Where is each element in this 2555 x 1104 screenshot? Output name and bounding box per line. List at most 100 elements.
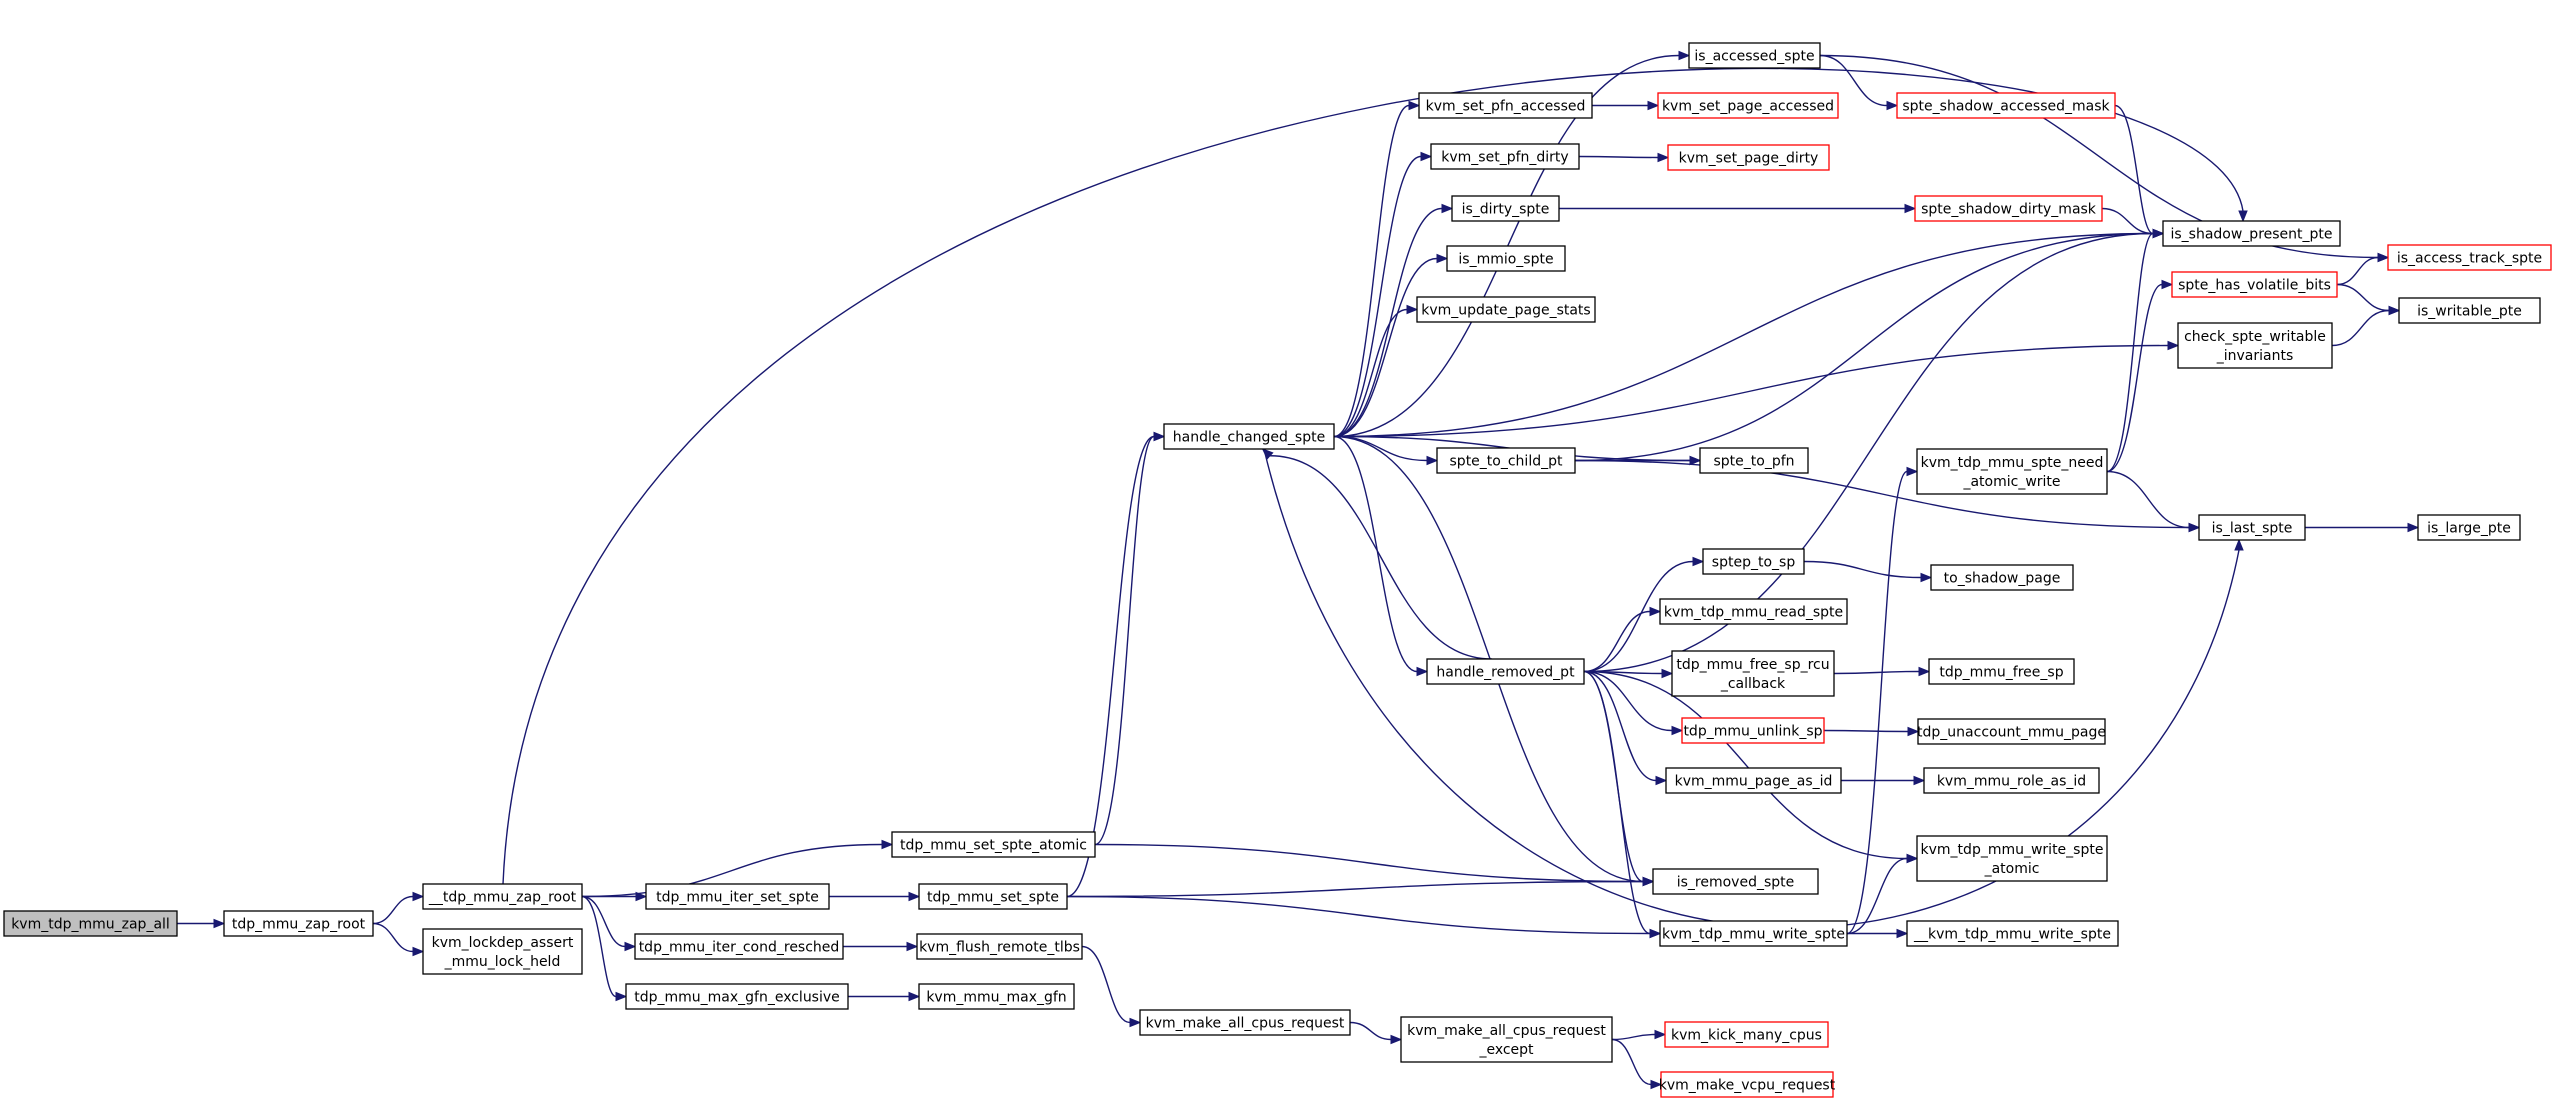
function-node-box[interactable] — [223, 910, 374, 937]
function-node-box[interactable] — [1400, 1016, 1613, 1063]
function-node-lockdep[interactable]: kvm_lockdep_assert_mmu_lock_held — [422, 928, 583, 975]
function-node-box[interactable] — [1659, 598, 1848, 625]
function-node-box[interactable] — [1930, 564, 2074, 591]
function-node-box[interactable] — [1652, 868, 1819, 895]
function-node-box[interactable] — [422, 928, 583, 975]
function-node-role-as-id[interactable]: kvm_mmu_role_as_id — [1923, 767, 2100, 794]
function-node-box[interactable] — [2177, 322, 2333, 369]
function-node-box[interactable] — [1665, 767, 1842, 794]
function-node-need-atomic[interactable]: kvm_tdp_mmu_spte_need_atomic_write — [1916, 448, 2108, 495]
function-node-is-dirty[interactable]: is_dirty_spte — [1451, 195, 1560, 222]
function-node-shadow-present[interactable]: is_shadow_present_pte — [2162, 220, 2341, 247]
function-node-is-last[interactable]: is_last_spte — [2198, 514, 2306, 541]
function-node-box[interactable] — [1451, 195, 1560, 222]
function-node-kick[interactable]: kvm_kick_many_cpus — [1664, 1021, 1829, 1048]
function-node-box[interactable] — [1430, 143, 1580, 170]
function-node-box[interactable] — [1418, 92, 1593, 119]
function-node-dirty-mask[interactable]: spte_shadow_dirty_mask — [1914, 195, 2103, 222]
function-node-is-removed[interactable]: is_removed_spte — [1652, 868, 1819, 895]
function-node-write-atomic[interactable]: kvm_tdp_mmu_write_spte_atomic — [1916, 835, 2108, 882]
function-node-box[interactable] — [625, 983, 849, 1010]
function-node-all-cpus-ex[interactable]: kvm_make_all_cpus_request_except — [1400, 1016, 1613, 1063]
function-node-all-cpus[interactable]: kvm_make_all_cpus_request — [1139, 1009, 1351, 1036]
function-node-box[interactable] — [918, 883, 1068, 910]
function-node-box[interactable] — [1426, 658, 1585, 685]
function-node-iter-set[interactable]: tdp_mmu_iter_set_spte — [645, 883, 830, 910]
function-node-box[interactable] — [422, 883, 583, 910]
function-node-box[interactable] — [2387, 244, 2552, 271]
function-node-box[interactable] — [916, 933, 1083, 960]
function-node-box[interactable] — [891, 831, 1096, 858]
function-node-max-gfn-ex[interactable]: tdp_mmu_max_gfn_exclusive — [625, 983, 849, 1010]
function-node-pfn-acc[interactable]: kvm_set_pfn_accessed — [1418, 92, 1593, 119]
function-node-vcpu-req[interactable]: kvm_make_vcpu_request — [1659, 1071, 1836, 1098]
function-node-pfn-dirty[interactable]: kvm_set_pfn_dirty — [1430, 143, 1580, 170]
function-node-box[interactable] — [2171, 271, 2338, 298]
function-node-box[interactable] — [1436, 447, 1576, 474]
function-node-is-mmio[interactable]: is_mmio_spte — [1446, 245, 1566, 272]
function-node-box[interactable] — [1667, 144, 1830, 171]
function-node-free-rcu[interactable]: tdp_mmu_free_sp_rcu_callback — [1671, 650, 1835, 697]
function-node-volatile[interactable]: spte_has_volatile_bits — [2171, 271, 2338, 298]
function-node-read-spte[interactable]: kvm_tdp_mmu_read_spte — [1659, 598, 1848, 625]
function-node-box[interactable] — [1917, 718, 2106, 745]
function-node-box[interactable] — [1928, 658, 2075, 685]
function-node-box[interactable] — [2162, 220, 2341, 247]
function-node-box[interactable] — [645, 883, 830, 910]
function-node-set-atomic[interactable]: tdp_mmu_set_spte_atomic — [891, 831, 1096, 858]
function-node-zap-root2[interactable]: __tdp_mmu_zap_root — [422, 883, 583, 910]
function-node-max-gfn[interactable]: kvm_mmu_max_gfn — [918, 983, 1075, 1010]
function-node-box[interactable] — [918, 983, 1075, 1010]
function-node-cond-resched[interactable]: tdp_mmu_iter_cond_resched — [634, 933, 844, 960]
function-node-write-spte[interactable]: kvm_tdp_mmu_write_spte — [1659, 920, 1848, 947]
function-node-sptep-sp[interactable]: sptep_to_sp — [1702, 548, 1805, 575]
function-node-page-acc[interactable]: kvm_set_page_accessed — [1657, 92, 1839, 119]
function-node-box[interactable] — [1681, 717, 1825, 744]
function-node-as-id[interactable]: kvm_mmu_page_as_id — [1665, 767, 1842, 794]
function-node-is-accessed[interactable]: is_accessed_spte — [1688, 42, 1821, 69]
function-node-box[interactable] — [1923, 767, 2100, 794]
function-node-write-spte2[interactable]: __kvm_tdp_mmu_write_spte — [1906, 920, 2119, 947]
function-node-writable[interactable]: is_writable_pte — [2398, 297, 2541, 324]
function-node-box[interactable] — [2398, 297, 2541, 324]
function-node-access-track[interactable]: is_access_track_spte — [2387, 244, 2552, 271]
function-node-box[interactable] — [1416, 296, 1596, 323]
function-node-page-stats[interactable]: kvm_update_page_stats — [1416, 296, 1596, 323]
function-node-unaccount[interactable]: tdp_unaccount_mmu_page — [1917, 718, 2106, 745]
function-node-to-child[interactable]: spte_to_child_pt — [1436, 447, 1576, 474]
function-node-zap-all[interactable]: kvm_tdp_mmu_zap_all — [3, 910, 178, 937]
function-node-box[interactable] — [2198, 514, 2306, 541]
function-node-box[interactable] — [2417, 514, 2521, 541]
function-node-box[interactable] — [1671, 650, 1835, 697]
function-node-box[interactable] — [1659, 920, 1848, 947]
function-node-acc-mask[interactable]: spte_shadow_accessed_mask — [1896, 92, 2116, 119]
function-node-flush[interactable]: kvm_flush_remote_tlbs — [916, 933, 1083, 960]
function-node-box[interactable] — [1702, 548, 1805, 575]
function-node-box[interactable] — [1916, 835, 2108, 882]
function-node-unlink[interactable]: tdp_mmu_unlink_sp — [1681, 717, 1825, 744]
function-node-to-pfn[interactable]: spte_to_pfn — [1699, 447, 1809, 474]
function-node-box[interactable] — [1896, 92, 2116, 119]
function-node-free-sp[interactable]: tdp_mmu_free_sp — [1928, 658, 2075, 685]
function-node-zap-root[interactable]: tdp_mmu_zap_root — [223, 910, 374, 937]
function-node-box[interactable] — [1699, 447, 1809, 474]
function-node-box[interactable] — [1688, 42, 1821, 69]
function-node-check-writable[interactable]: check_spte_writable_invariants — [2177, 322, 2333, 369]
function-node-box[interactable] — [1906, 920, 2119, 947]
function-node-removed[interactable]: handle_removed_pt — [1426, 658, 1585, 685]
function-node-box[interactable] — [1657, 92, 1839, 119]
function-node-page-dirty[interactable]: kvm_set_page_dirty — [1667, 144, 1830, 171]
function-node-box[interactable] — [1664, 1021, 1829, 1048]
function-node-box[interactable] — [1446, 245, 1566, 272]
function-node-box[interactable] — [1914, 195, 2103, 222]
function-node-box[interactable] — [1139, 1009, 1351, 1036]
function-node-box[interactable] — [1163, 423, 1335, 450]
function-node-box[interactable] — [1916, 448, 2108, 495]
function-node-box[interactable] — [634, 933, 844, 960]
function-node-box[interactable] — [3, 910, 178, 937]
function-node-to-shadow[interactable]: to_shadow_page — [1930, 564, 2074, 591]
function-node-box[interactable] — [1660, 1071, 1834, 1098]
function-node-is-large[interactable]: is_large_pte — [2417, 514, 2521, 541]
function-node-changed[interactable]: handle_changed_spte — [1163, 423, 1335, 450]
function-node-set-spte[interactable]: tdp_mmu_set_spte — [918, 883, 1068, 910]
